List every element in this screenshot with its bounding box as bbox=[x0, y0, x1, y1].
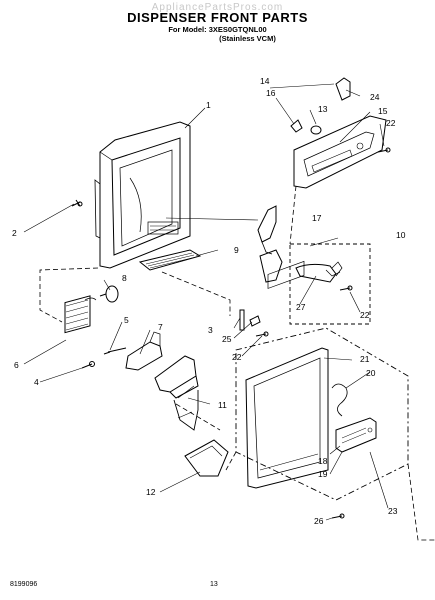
connector-lines bbox=[39, 185, 435, 541]
part-ice-paddle bbox=[154, 355, 199, 431]
callout-12: 12 bbox=[146, 487, 156, 497]
callout-8: 8 bbox=[122, 273, 127, 283]
callout-9: 9 bbox=[234, 245, 239, 255]
part-screw-2 bbox=[71, 199, 83, 207]
doc-number: 8199096 bbox=[10, 581, 38, 588]
callout-26: 26 bbox=[314, 516, 324, 526]
part-heater bbox=[64, 295, 97, 334]
part-front-trim bbox=[245, 260, 329, 489]
callout-labels: 1 2 3 4 5 6 7 8 9 10 11 12 13 14 15 16 1… bbox=[12, 76, 406, 526]
callout-24: 24 bbox=[370, 92, 380, 102]
part-grille bbox=[138, 249, 202, 271]
part-solenoid bbox=[99, 285, 119, 303]
watermark: AppliancePartsPros.com bbox=[151, 2, 284, 13]
callout-22c: 22 bbox=[232, 352, 242, 362]
part-clips bbox=[239, 309, 261, 331]
part-water-pad-group bbox=[289, 243, 371, 325]
callout-5: 5 bbox=[124, 315, 129, 325]
callout-17: 17 bbox=[312, 213, 322, 223]
part-screws-22 bbox=[255, 147, 391, 337]
callout-2: 2 bbox=[12, 228, 17, 238]
part-lever bbox=[125, 331, 163, 371]
callout-4: 4 bbox=[34, 377, 39, 387]
callout-13: 13 bbox=[318, 104, 328, 114]
callout-20: 20 bbox=[366, 368, 376, 378]
part-dispenser-housing bbox=[94, 121, 191, 269]
callout-22a: 22 bbox=[386, 118, 396, 128]
part-screw-26 bbox=[331, 513, 345, 519]
leader-lines bbox=[23, 83, 389, 521]
part-pin-5 bbox=[103, 347, 127, 355]
callout-27: 27 bbox=[296, 302, 306, 312]
callout-10: 10 bbox=[396, 230, 406, 240]
callout-14: 14 bbox=[260, 76, 270, 86]
callout-1: 1 bbox=[206, 100, 211, 110]
page-number: 13 bbox=[210, 581, 218, 588]
callout-3: 3 bbox=[208, 325, 213, 335]
callout-11: 11 bbox=[218, 400, 227, 410]
callout-25: 25 bbox=[222, 334, 232, 344]
part-water-lever bbox=[257, 205, 283, 283]
callout-18: 18 bbox=[318, 456, 328, 466]
part-small-hardware bbox=[290, 77, 351, 135]
part-control-board bbox=[331, 383, 377, 453]
page-title: DISPENSER FRONT PARTS bbox=[127, 10, 308, 25]
part-control-housing bbox=[293, 115, 387, 189]
model-line: For Model: 3XES0GTQNL00 bbox=[168, 25, 267, 34]
callout-16: 16 bbox=[266, 88, 276, 98]
callout-19: 19 bbox=[318, 469, 328, 479]
callout-22b: 22 bbox=[360, 310, 370, 320]
part-screw-4 bbox=[81, 361, 95, 369]
callout-7: 7 bbox=[158, 322, 163, 332]
part-ice-paddle-pad bbox=[184, 439, 229, 477]
callout-23: 23 bbox=[388, 506, 398, 516]
callout-21: 21 bbox=[360, 354, 370, 364]
callout-15: 15 bbox=[378, 106, 388, 116]
variant-label: (Stainless VCM) bbox=[219, 34, 276, 43]
callout-6: 6 bbox=[14, 360, 19, 370]
